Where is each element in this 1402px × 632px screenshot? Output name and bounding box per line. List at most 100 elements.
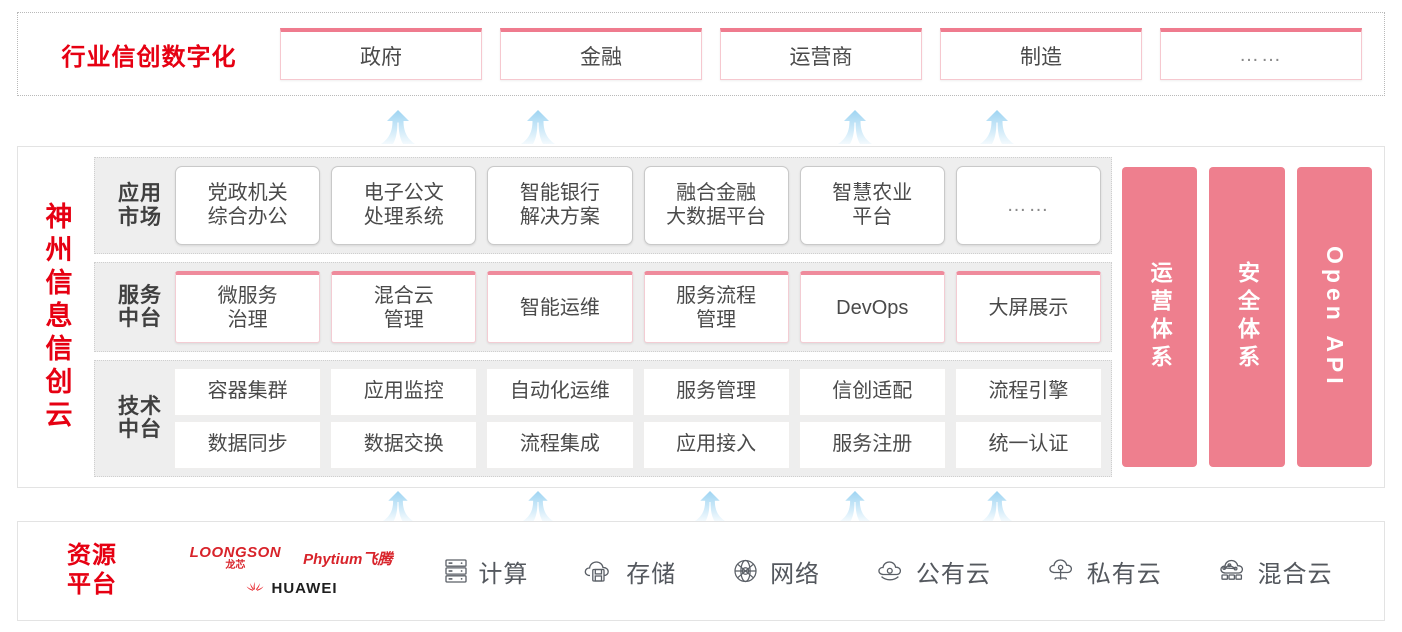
industry-box-finance[interactable]: 金融 bbox=[500, 28, 702, 80]
loongson-logo-text: LOONGSON bbox=[189, 544, 282, 561]
cell-container-cluster[interactable]: 容器集群 bbox=[175, 368, 321, 415]
industry-box-more[interactable]: …… bbox=[1160, 28, 1362, 80]
resource-item-label: 存储 bbox=[626, 560, 677, 588]
resource-item-label: 混合云 bbox=[1257, 560, 1333, 588]
phytium-logo: Phytium飞腾 bbox=[303, 550, 393, 568]
cell-app-monitoring[interactable]: 应用监控 bbox=[331, 368, 477, 415]
pillar-group: 运营体系 安全体系 Open API bbox=[1122, 157, 1372, 477]
resource-platform-band: 资源 平台 LOONGSON 龙芯 Phytium飞腾 bbox=[17, 521, 1385, 621]
up-arrow-icon-top-0 bbox=[381, 110, 415, 144]
vendor-logo-group: LOONGSON 龙芯 Phytium飞腾 bbox=[166, 545, 416, 597]
pillar-operations-system[interactable]: 运营体系 bbox=[1122, 167, 1198, 467]
up-arrow-icon-bottom-3 bbox=[840, 491, 870, 521]
cell-smart-agriculture-platform[interactable]: 智慧农业 平台 bbox=[799, 166, 945, 246]
tier-label-line-2: 中台 bbox=[118, 418, 162, 442]
cloud-platform-title: 神州信息信创云 bbox=[18, 147, 94, 487]
cell-line-1: 微服务 bbox=[217, 284, 278, 307]
cell-devops[interactable]: DevOps bbox=[799, 271, 945, 343]
cell-line-1: 智慧农业 bbox=[832, 182, 913, 205]
resource-item-compute[interactable]: 计算 bbox=[443, 554, 528, 589]
pillar-label: Open API bbox=[1321, 245, 1348, 389]
cell-app-access[interactable]: 应用接入 bbox=[643, 421, 789, 468]
cell-service-management[interactable]: 服务管理 bbox=[643, 368, 789, 415]
cell-process-engine[interactable]: 流程引擎 bbox=[955, 368, 1102, 415]
private-cloud-icon bbox=[1046, 557, 1078, 585]
resource-item-storage[interactable]: 存储 bbox=[583, 554, 676, 589]
tier-label-line-2: 中台 bbox=[118, 307, 162, 331]
resource-title-line-1: 资源 bbox=[67, 542, 117, 570]
cell-finance-bigdata-platform[interactable]: 融合金融 大数据平台 bbox=[643, 166, 789, 246]
cell-line-1: 服务流程 bbox=[676, 284, 757, 307]
pillar-open-api[interactable]: Open API bbox=[1296, 167, 1372, 467]
cell-line-2: 解决方案 bbox=[519, 205, 600, 228]
tier-label-app-market: 应用 市场 bbox=[105, 182, 175, 229]
resource-item-hybrid-cloud[interactable]: 混合云 bbox=[1217, 554, 1333, 589]
cell-unified-auth[interactable]: 统一认证 bbox=[955, 421, 1102, 468]
cell-line-2: 平台 bbox=[852, 205, 893, 228]
cell-aiops[interactable]: 智能运维 bbox=[487, 271, 633, 343]
resource-item-label: 公有云 bbox=[915, 560, 991, 588]
tier-tech-middle-platform: 技术 中台 容器集群 应用监控 自动化运维 服务管理 信创适配 流程引擎 bbox=[94, 359, 1112, 477]
cell-big-screen-display[interactable]: 大屏展示 bbox=[955, 271, 1102, 343]
tier-service-middle-platform: 服务 中台 微服务 治理 混合云 管 bbox=[94, 262, 1112, 352]
cell-service-process-management[interactable]: 服务流程 管理 bbox=[643, 271, 789, 343]
loongson-logo-subtext: 龙芯 bbox=[225, 560, 246, 571]
resource-item-label: 计算 bbox=[478, 560, 529, 588]
tier-cells-service: 微服务 治理 混合云 管理 智能运维 bbox=[175, 271, 1102, 343]
loongson-logo: LOONGSON 龙芯 bbox=[190, 545, 282, 571]
huawei-flower-icon bbox=[245, 581, 265, 597]
pillar-security-system[interactable]: 安全体系 bbox=[1209, 167, 1285, 467]
network-globe-icon bbox=[731, 557, 761, 585]
tech-row-1: 容器集群 应用监控 自动化运维 服务管理 信创适配 流程引擎 bbox=[175, 368, 1102, 415]
cell-automated-ops[interactable]: 自动化运维 bbox=[487, 368, 633, 415]
cell-edoc-system[interactable]: 电子公文 处理系统 bbox=[331, 166, 477, 246]
cell-data-sync[interactable]: 数据同步 bbox=[175, 421, 321, 468]
industry-box-telecom[interactable]: 运营商 bbox=[720, 28, 922, 80]
resource-item-label: 网络 bbox=[770, 560, 821, 588]
tier-label-line-1: 技术 bbox=[118, 394, 162, 418]
up-arrow-icon-bottom-1 bbox=[523, 491, 553, 521]
public-cloud-icon bbox=[875, 558, 907, 584]
cell-line-2: 管理 bbox=[696, 308, 737, 331]
resource-item-public-cloud[interactable]: 公有云 bbox=[875, 554, 991, 589]
cell-line-2: 治理 bbox=[227, 308, 268, 331]
cell-line-2: 综合办公 bbox=[207, 205, 288, 228]
tier-label-line-2: 市场 bbox=[118, 205, 162, 229]
cell-hybrid-cloud-management[interactable]: 混合云 管理 bbox=[331, 271, 477, 343]
vendor-row-1: LOONGSON 龙芯 Phytium飞腾 bbox=[190, 545, 393, 571]
resource-item-network[interactable]: 网络 bbox=[731, 554, 820, 589]
up-arrow-icon-top-2 bbox=[838, 110, 872, 144]
cell-microservice-governance[interactable]: 微服务 治理 bbox=[175, 271, 321, 343]
industry-band: 行业信创数字化 政府 金融 运营商 制造 …… bbox=[17, 12, 1385, 96]
tier-label-service: 服务 中台 bbox=[105, 284, 175, 331]
cell-app-more[interactable]: …… bbox=[955, 166, 1102, 246]
industry-band-title: 行业信创数字化 bbox=[61, 43, 237, 71]
tier-label-line-1: 服务 bbox=[118, 283, 162, 307]
industry-box-manufacturing[interactable]: 制造 bbox=[940, 28, 1142, 80]
cell-data-exchange[interactable]: 数据交换 bbox=[331, 421, 477, 468]
cell-smart-bank-solution[interactable]: 智能银行 解决方案 bbox=[487, 166, 633, 246]
pillar-label: 运营体系 bbox=[1147, 261, 1173, 373]
cloud-platform-title-text: 神州信息信创云 bbox=[41, 201, 72, 433]
tier-cells-app-market: 党政机关 综合办公 电子公文 处理系统 智能银行 bbox=[175, 166, 1102, 246]
cloud-platform-panel: 神州信息信创云 应用 市场 党政机关 综合办公 bbox=[17, 146, 1385, 488]
resource-item-private-cloud[interactable]: 私有云 bbox=[1046, 554, 1162, 589]
industry-box-list: 政府 金融 运营商 制造 …… bbox=[280, 28, 1384, 80]
cell-process-integration[interactable]: 流程集成 bbox=[487, 421, 633, 468]
cell-party-gov-office[interactable]: 党政机关 综合办公 bbox=[175, 166, 321, 246]
cell-line-1: 混合云 bbox=[373, 284, 434, 307]
cell-service-registry[interactable]: 服务注册 bbox=[799, 421, 945, 468]
pillar-label: 安全体系 bbox=[1234, 261, 1260, 373]
vendor-row-2: HUAWEI bbox=[245, 580, 338, 597]
cell-line-2: 处理系统 bbox=[363, 205, 444, 228]
cell-line-1: 融合金融 bbox=[676, 182, 757, 205]
cell-line-1: 党政机关 bbox=[207, 182, 288, 205]
tier-app-market: 应用 市场 党政机关 综合办公 电子公文 bbox=[94, 157, 1112, 255]
resource-arrow-band-bottom bbox=[0, 489, 1402, 521]
industry-box-government[interactable]: 政府 bbox=[280, 28, 482, 80]
resource-item-list: 计算 存储 bbox=[416, 554, 1384, 589]
cell-xinchuang-adaptation[interactable]: 信创适配 bbox=[799, 368, 945, 415]
cell-line-1: 智能银行 bbox=[519, 182, 600, 205]
hybrid-cloud-icon bbox=[1217, 557, 1249, 585]
